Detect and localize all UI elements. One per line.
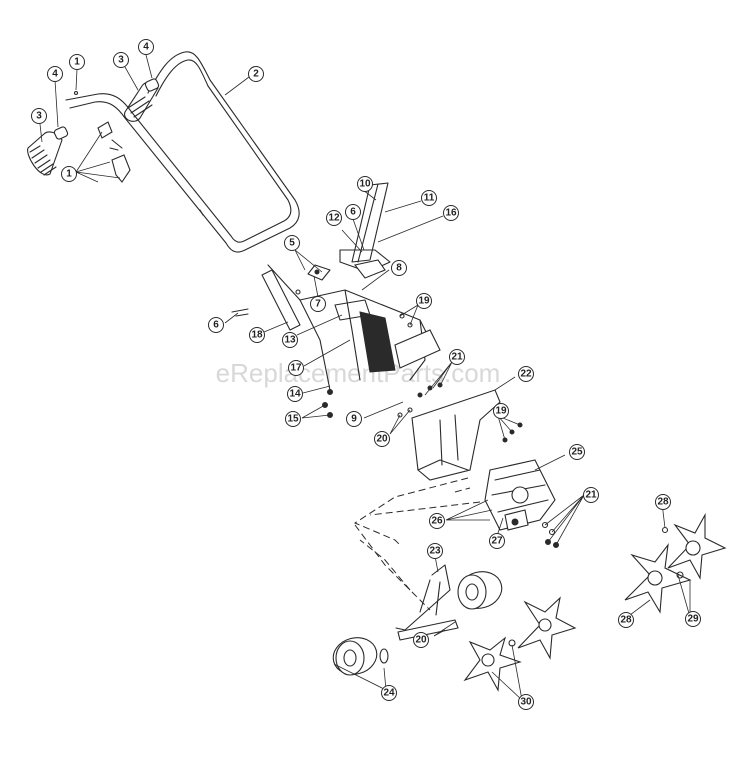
svg-text:16: 16 — [445, 208, 457, 219]
callout-3-left: 3 — [31, 108, 47, 124]
callout-21-right: 21 — [583, 487, 599, 503]
callout-2: 2 — [248, 66, 264, 82]
callout-27: 27 — [489, 533, 505, 549]
callout-4-right: 4 — [138, 39, 154, 55]
tine-assembly-lower — [463, 636, 522, 692]
callout-4-left: 4 — [47, 66, 63, 82]
svg-text:21: 21 — [451, 352, 463, 363]
handle-clamp — [73, 90, 131, 183]
callout-11: 11 — [421, 190, 437, 206]
callout-7: 7 — [310, 296, 326, 312]
svg-text:29: 29 — [687, 614, 699, 625]
assembly-guide-lines — [353, 477, 481, 611]
washer-set — [541, 521, 559, 548]
svg-text:21: 21 — [585, 490, 597, 501]
handle-bar — [65, 51, 300, 253]
svg-text:3: 3 — [36, 111, 42, 122]
svg-text:24: 24 — [383, 688, 395, 699]
svg-text:25: 25 — [571, 447, 583, 458]
svg-text:19: 19 — [418, 296, 430, 307]
svg-text:13: 13 — [284, 335, 296, 346]
svg-text:6: 6 — [350, 207, 356, 218]
callout-20-lower: 20 — [413, 632, 429, 648]
callout-3-right: 3 — [113, 52, 129, 68]
svg-text:10: 10 — [359, 179, 371, 190]
svg-text:7: 7 — [315, 299, 321, 310]
callout-9: 9 — [346, 411, 362, 427]
callout-8: 8 — [391, 260, 407, 276]
wheel-bracket — [395, 564, 459, 641]
callout-23: 23 — [427, 543, 443, 559]
callout-25: 25 — [569, 444, 585, 460]
svg-text:18: 18 — [251, 330, 263, 341]
tine-assembly-mid — [517, 596, 577, 660]
svg-text:5: 5 — [289, 238, 295, 249]
callout-26: 26 — [429, 513, 445, 529]
svg-text:26: 26 — [431, 516, 443, 527]
svg-text:4: 4 — [143, 42, 149, 53]
svg-text:6: 6 — [213, 320, 219, 331]
svg-text:9: 9 — [351, 414, 357, 425]
callout-28-lower: 28 — [618, 612, 634, 628]
callout-17: 17 — [288, 360, 304, 376]
motor-bracket — [334, 299, 441, 373]
svg-text:4: 4 — [52, 69, 58, 80]
callout-22: 22 — [518, 366, 534, 382]
callout-5: 5 — [284, 235, 300, 251]
svg-text:20: 20 — [415, 635, 427, 646]
wheel-upper — [457, 571, 503, 610]
upright-column — [307, 182, 391, 281]
callout-30: 30 — [518, 694, 534, 710]
callout-24: 24 — [381, 685, 397, 701]
svg-text:28: 28 — [620, 615, 632, 626]
tine-assembly-right — [624, 512, 727, 614]
svg-text:15: 15 — [287, 414, 299, 425]
callout-20-upper: 20 — [374, 431, 390, 447]
callout-28-upper: 28 — [655, 494, 671, 510]
leader-lines — [39, 54, 691, 701]
callout-12: 12 — [326, 210, 342, 226]
callout-18: 18 — [249, 327, 265, 343]
svg-text:3: 3 — [118, 55, 124, 66]
callout-19-upper: 19 — [416, 293, 432, 309]
callout-14: 14 — [287, 386, 303, 402]
callout-16: 16 — [443, 205, 459, 221]
svg-text:12: 12 — [328, 213, 340, 224]
callout-19-lower: 19 — [493, 403, 509, 419]
svg-text:11: 11 — [424, 193, 435, 204]
tine-shield — [411, 389, 501, 481]
svg-text:17: 17 — [290, 363, 302, 374]
callout-29: 29 — [685, 611, 701, 627]
transmission-housing — [484, 459, 556, 531]
callout-1-lower: 1 — [61, 166, 77, 182]
left-grip — [27, 126, 69, 176]
svg-text:30: 30 — [520, 697, 532, 708]
wheel-lower — [332, 637, 389, 676]
svg-text:1: 1 — [74, 57, 80, 68]
svg-text:23: 23 — [429, 546, 441, 557]
svg-text:20: 20 — [376, 434, 388, 445]
callout-21-mid: 21 — [449, 349, 465, 365]
callout-10: 10 — [357, 176, 373, 192]
svg-text:2: 2 — [253, 69, 259, 80]
callout-15: 15 — [285, 411, 301, 427]
callout-1-top: 1 — [69, 54, 85, 70]
svg-text:27: 27 — [491, 536, 503, 547]
svg-text:1: 1 — [66, 169, 72, 180]
callout-6-upper: 6 — [345, 204, 361, 220]
svg-text:14: 14 — [289, 389, 301, 400]
svg-text:8: 8 — [396, 263, 402, 274]
svg-text:19: 19 — [495, 406, 507, 417]
svg-text:22: 22 — [520, 369, 532, 380]
right-grip — [124, 78, 160, 122]
svg-text:28: 28 — [657, 497, 669, 508]
callout-13: 13 — [282, 332, 298, 348]
callout-6-mid: 6 — [208, 317, 224, 333]
